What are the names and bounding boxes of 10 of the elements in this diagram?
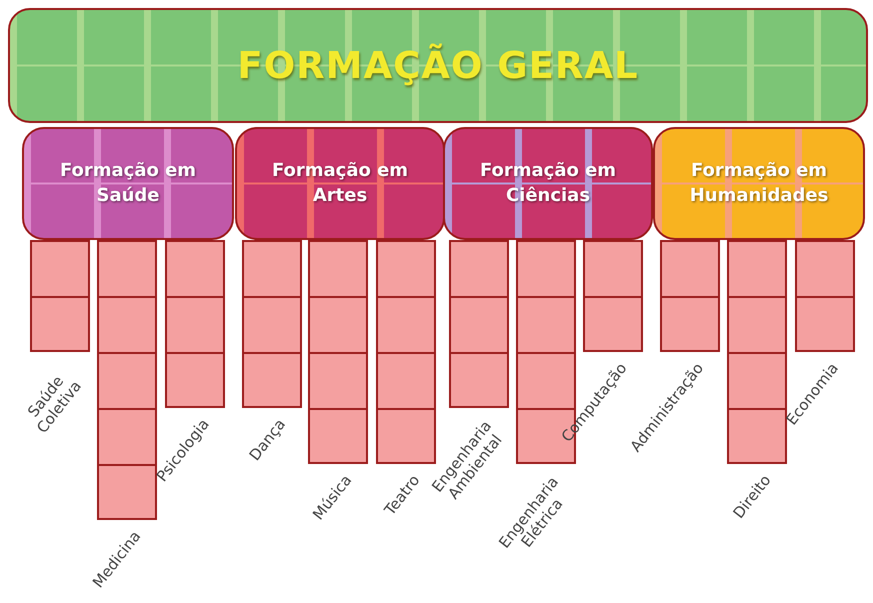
category-band <box>443 127 653 240</box>
category-band <box>22 127 234 240</box>
category-label: Formação em Humanidades <box>688 159 830 208</box>
category-label: Formação em Ciências <box>478 159 618 208</box>
category-label: Formação em Saúde <box>58 159 198 208</box>
category-band <box>653 127 865 240</box>
category-band <box>235 127 445 240</box>
title: FORMAÇÃO GERAL <box>237 44 639 87</box>
category-label: Formação em Artes <box>270 159 410 208</box>
general-band <box>8 8 868 123</box>
